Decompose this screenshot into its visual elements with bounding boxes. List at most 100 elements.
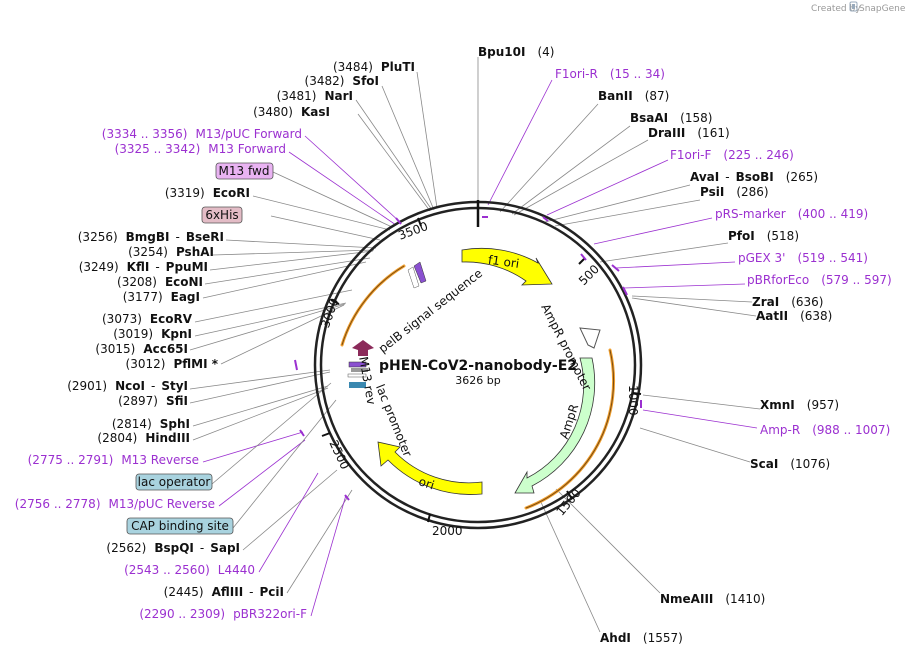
site-banii: BanII(87): [598, 89, 669, 103]
label-pelb: pelB signal sequence: [376, 266, 485, 356]
feature-ori: [377, 441, 483, 495]
leader-kfli: [209, 250, 374, 271]
feature-ampr-promoter: [579, 327, 601, 349]
leader-sphi: [192, 385, 329, 427]
left-primer-labels: (3334 .. 3356)M13/pUC Forward (3325 .. 3…: [15, 127, 307, 621]
primer-f1ori-f: F1ori-F(225 .. 246): [670, 148, 794, 162]
leader-sfii: [189, 371, 331, 404]
site-draiii: DraIII(161): [648, 126, 730, 140]
leader-hindiii: [192, 387, 329, 441]
tick-2000: 2000: [432, 524, 463, 538]
feature-ampr: [514, 357, 596, 494]
snapgene-credit: Created by SnapGene: [811, 1, 906, 14]
leader-bspqi: [242, 469, 338, 551]
site-kpni: (3019)KpnI: [113, 327, 192, 341]
right-primer-labels: F1ori-R(15 .. 34) F1ori-F(225 .. 246) pR…: [555, 67, 892, 437]
site-kasi: (3480)KasI: [253, 105, 330, 119]
lac-operator-mark: [348, 361, 367, 368]
site-bsaai: BsaAI(158): [630, 111, 712, 125]
site-psii: PsiI(286): [700, 185, 769, 199]
primer-m13-reverse: (2775 .. 2791)M13 Reverse: [28, 453, 199, 467]
leader-l4440: [258, 472, 319, 573]
site-bmgbi: (3256)BmgBI-BseRI: [78, 230, 224, 244]
feature-f1-ori: [461, 247, 553, 286]
site-ecorv: (3073)EcoRV: [102, 312, 193, 326]
leader-cap-binding: [232, 399, 337, 529]
label-ori: ori: [417, 474, 436, 492]
svg-text:CAP binding site: CAP binding site: [131, 519, 229, 533]
boxed-feature-labels: M13 fwd 6xHis lac operator CAP binding s…: [126, 162, 274, 535]
leader-ecori: [252, 195, 391, 231]
label-f1-ori: f1 ori: [487, 253, 520, 271]
site-aatii: AatII(638): [756, 309, 832, 323]
site-ahdi: AhdI(1557): [600, 631, 683, 645]
primer-f1ori-r: F1ori-R(15 .. 34): [555, 67, 665, 81]
leader-f1ori-r: [487, 79, 553, 206]
leader-aatii: [631, 297, 757, 317]
site-hindiii: (2804)HindIII: [97, 431, 190, 445]
leader-afliii: [286, 489, 353, 594]
primer-m13puc-forward: (3334 .. 3356)M13/pUC Forward: [102, 127, 302, 141]
site-nmeaiii: NmeAIII(1410): [660, 592, 765, 606]
site-pluti: (3484)PluTI: [333, 60, 415, 74]
site-pfoi: PfoI(518): [728, 229, 799, 243]
label-leader-lines: [189, 57, 761, 633]
site-pflmi: (3012)PflMI *: [126, 357, 219, 371]
site-sfoi: (3482)SfoI: [305, 74, 379, 88]
credit-brand: SnapGene: [859, 4, 906, 14]
site-eagi: (3177)EagI: [123, 290, 200, 304]
leader-f1ori-f: [546, 159, 669, 216]
m13-rev-arrow: [352, 340, 374, 356]
primer-pbr322ori-f: (2290 .. 2309)pBR322ori-F: [139, 607, 307, 621]
leader-pbr322ori-f: [310, 494, 347, 617]
site-sfii: (2897)SfiI: [118, 394, 188, 408]
leader-scai: [639, 427, 751, 463]
tick-3000: 3000: [318, 296, 342, 329]
leader-lac-operator: [211, 382, 332, 485]
primer-m13-forward: (3325 .. 3342)M13 Forward: [115, 142, 286, 156]
plasmid-title: pHEN-CoV2-nanobody-E2 3626 bp: [379, 358, 577, 387]
leader-pgex3: [615, 261, 736, 269]
leader-6xhis-box: [270, 215, 381, 241]
leader-bsaai: [511, 125, 631, 215]
site-xmni: XmnI(957): [760, 398, 839, 412]
svg-text:6xHis: 6xHis: [205, 208, 238, 222]
leader-m13-rev-primer: [202, 431, 304, 463]
feature-arcs: [340, 247, 616, 510]
leader-psii: [554, 199, 701, 227]
left-enzyme-labels: (3484)PluTI (3482)SfoI (3481)NarI (3480)…: [67, 60, 415, 599]
leader-sfoi: [381, 85, 435, 211]
leader-banii: [499, 103, 599, 213]
leader-acc65i: [189, 303, 346, 351]
leader-draiii: [513, 139, 649, 216]
right-enzyme-labels: Bpu10I(4) BanII(87) BsaAI(158) DraIII(16…: [478, 45, 839, 645]
leader-prs-marker: [593, 217, 713, 245]
site-ecori: (3319)EcoRI: [165, 186, 250, 200]
site-bpu10i: Bpu10I(4): [478, 45, 554, 59]
primer-prs-marker: pRS-marker(400 .. 419): [715, 207, 868, 221]
leader-econi: [204, 257, 371, 285]
site-pshai: (3254)PshAI: [128, 245, 214, 259]
primer-marks: [294, 216, 642, 501]
leader-ecorv: [194, 289, 353, 323]
plasmid-backbone: [313, 200, 643, 530]
tick-3500: 3500: [396, 219, 429, 243]
leader-eagi: [202, 261, 367, 299]
primer-pbrforeco: pBRforEco(579 .. 597): [747, 273, 892, 287]
box-cap-binding-site: CAP binding site: [126, 517, 234, 535]
leader-pbrforeco: [623, 283, 746, 289]
primer-m13puc-reverse: (2756 .. 2778)M13/pUC Reverse: [15, 497, 215, 511]
site-zrai: ZraI(636): [752, 295, 823, 309]
leader-m13puc-fwd: [304, 135, 401, 223]
leader-kasi: [357, 113, 431, 212]
primer-amp-r: Amp-R(988 .. 1007): [760, 423, 890, 437]
leader-m13fwd-box: [272, 171, 393, 228]
site-sphi: (2814)SphI: [112, 417, 190, 431]
site-bspqi: (2562)BspQI-SapI: [106, 541, 240, 555]
cap-site-mark: [349, 382, 366, 388]
tick-1000: 1000: [626, 385, 640, 416]
box-m13-fwd: M13 fwd: [215, 162, 274, 180]
primer-l4440: (2543 .. 2560)L4440: [124, 563, 255, 577]
label-ampr-promoter: AmpR promoter: [538, 301, 594, 392]
